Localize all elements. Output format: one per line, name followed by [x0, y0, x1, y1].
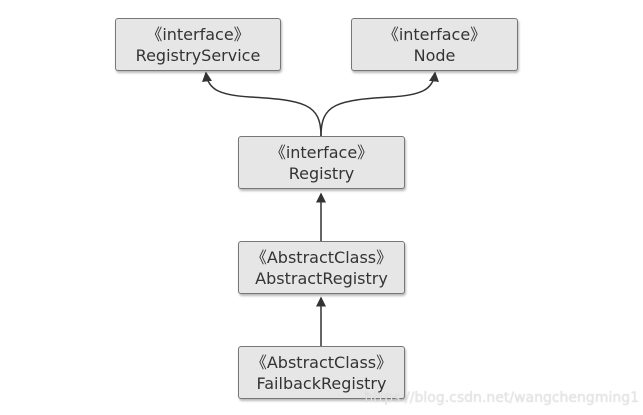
node-name: AbstractRegistry — [255, 268, 388, 288]
node-stereotype: 《AbstractClass》 — [250, 247, 393, 267]
watermark-text: https://blog.csdn.net/wangchengming1 — [364, 390, 639, 406]
edge-registry-to-node — [320, 71, 439, 137]
node-abstractregistry: 《AbstractClass》 AbstractRegistry — [238, 241, 405, 294]
node-stereotype: 《interface》 — [382, 24, 487, 44]
node-name: RegistryService — [135, 45, 261, 65]
node-stereotype: 《interface》 — [269, 142, 374, 162]
node-registryservice: 《interface》 RegistryService — [115, 18, 281, 71]
node-name: FailbackRegistry — [256, 373, 387, 393]
node-stereotype: 《interface》 — [146, 24, 250, 44]
node-node: 《interface》 Node — [351, 18, 518, 71]
node-name: Registry — [288, 163, 355, 183]
node-stereotype: 《AbstractClass》 — [250, 352, 393, 372]
node-name: Node — [413, 45, 456, 65]
node-failbackregistry: 《AbstractClass》 FailbackRegistry — [238, 346, 405, 399]
edge-registry-to-registryservice — [202, 71, 322, 137]
node-registry: 《interface》 Registry — [238, 136, 405, 189]
